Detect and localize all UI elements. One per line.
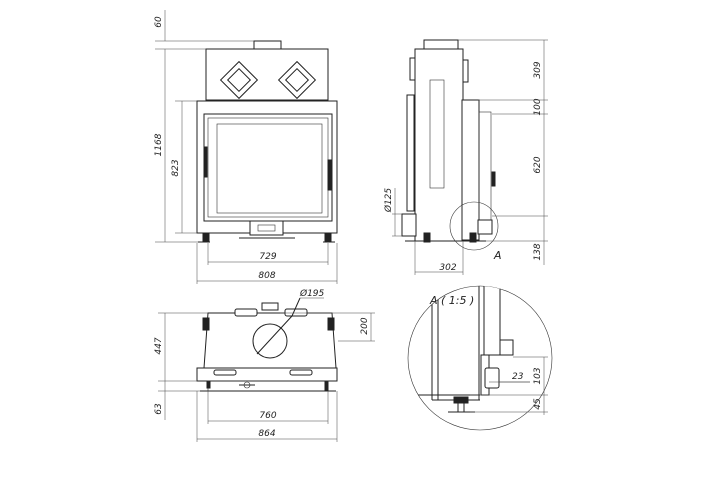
- top-view: Ø195 200 447 63 760 864: [154, 288, 375, 442]
- detail-view-a: A ( 1:5 ) 23 103 45: [407, 285, 553, 431]
- front-glass: [216, 123, 323, 214]
- top-front-vent-right: [289, 369, 313, 376]
- front-ash-handle: [257, 224, 276, 232]
- dim-top-depth: 447: [154, 337, 164, 354]
- side-handle-box: [477, 219, 493, 235]
- side-flue-stub: [401, 213, 417, 237]
- top-clip-left: [202, 317, 210, 331]
- dim-section-100: 100: [533, 98, 543, 115]
- front-ash-drawer: [249, 220, 284, 236]
- top-hinge: [206, 381, 211, 389]
- front-view: 60 1168 823 729 808: [154, 10, 338, 284]
- dim-detail-foot: 45: [533, 398, 543, 410]
- detail-foot-stem: [457, 402, 465, 413]
- dim-flue-offset: 200: [360, 317, 370, 334]
- front-hinge: [204, 146, 208, 178]
- side-door-glass: [478, 111, 492, 223]
- front-knob-left: [219, 60, 259, 100]
- dim-outer-width: 808: [258, 271, 275, 281]
- top-handle: [324, 381, 329, 391]
- dim-top-outer-width: 864: [258, 429, 275, 439]
- side-handle: [491, 171, 496, 187]
- detail-block: [484, 367, 500, 389]
- detail-marker-a: A: [493, 249, 502, 262]
- detail-title: A ( 1:5 ): [429, 294, 474, 307]
- dim-top-offset: 60: [154, 16, 164, 28]
- dim-flue-125: Ø125: [383, 188, 394, 214]
- side-slot: [429, 79, 445, 189]
- front-foot-left: [202, 232, 210, 243]
- dim-front-depth: 63: [154, 403, 164, 415]
- side-view: A 309 100 620 138 Ø125 302: [383, 39, 548, 275]
- dim-top-inner-width: 760: [259, 411, 276, 421]
- dim-flue-195: Ø195: [299, 288, 325, 299]
- front-flue-collar: [253, 40, 282, 50]
- dim-detail-offset: 23: [512, 372, 524, 382]
- detail-latch: [499, 339, 514, 356]
- detail-circle-a: [449, 201, 499, 251]
- side-body: [414, 48, 464, 242]
- detail-door-edge: [483, 286, 501, 356]
- front-knob-right: [277, 60, 317, 100]
- detail-foot: [453, 396, 469, 404]
- side-flue-collar: [423, 39, 459, 50]
- dim-side-depth: 302: [439, 263, 456, 273]
- dim-detail-height: 103: [533, 367, 543, 384]
- dim-section-620: 620: [533, 156, 543, 173]
- dim-upper-height: 309: [533, 61, 543, 78]
- dim-bottom-138: 138: [533, 243, 543, 260]
- top-door-outline: [207, 380, 329, 392]
- side-foot-right: [469, 232, 477, 243]
- dim-body-height: 823: [171, 159, 181, 176]
- front-body: [196, 100, 338, 234]
- detail-circle: [407, 285, 553, 431]
- top-flue-collar: [261, 302, 279, 311]
- front-handle: [327, 159, 332, 191]
- side-rear-panel: [406, 94, 415, 212]
- dim-inner-width: 729: [259, 252, 276, 262]
- top-knob-left: [234, 308, 258, 317]
- side-foot-left: [423, 232, 431, 243]
- top-clip-right: [327, 317, 335, 331]
- dim-total-height: 1168: [154, 133, 164, 156]
- side-top-clip: [462, 59, 469, 83]
- side-rear-clip: [409, 57, 416, 81]
- front-foot-right: [324, 232, 332, 243]
- top-knob-right: [284, 308, 308, 317]
- top-front-vent-left: [213, 369, 237, 376]
- side-door: [461, 99, 480, 241]
